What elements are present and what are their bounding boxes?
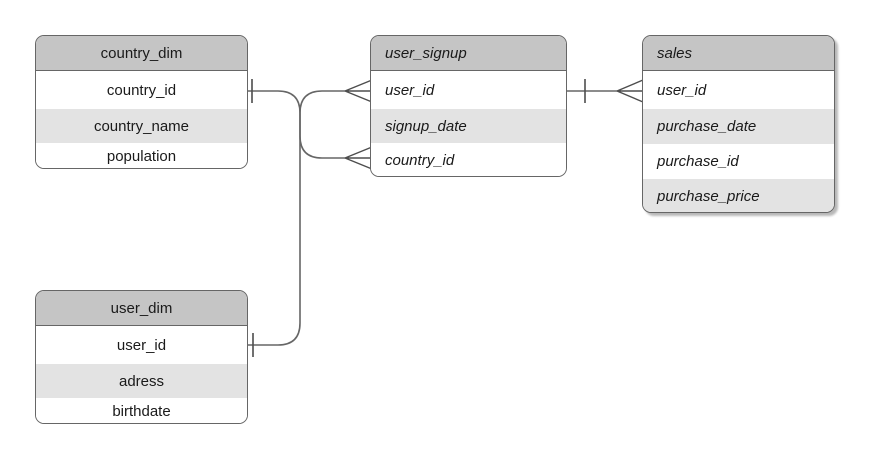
- relationship-line: [248, 90, 345, 159]
- entity-header-sales: sales: [643, 36, 834, 71]
- attribute-row-user_dim-adress[interactable]: adress: [36, 364, 247, 398]
- relationship-country_dim-to-user_signup[interactable]: [248, 79, 373, 170]
- attribute-row-sales-purchase_price[interactable]: purchase_price: [643, 179, 834, 212]
- attribute-row-user_dim-birthdate[interactable]: birthdate: [36, 398, 247, 423]
- attribute-row-user_signup-signup_date[interactable]: signup_date: [371, 109, 566, 143]
- relationship-user_signup-to-sales[interactable]: [567, 79, 644, 103]
- entity-header-country_dim: country_dim: [36, 36, 247, 71]
- relationship-user_dim-to-user_signup[interactable]: [248, 79, 373, 357]
- cardinality-many-crowfoot: [344, 79, 373, 103]
- cardinality-many-crowfoot: [616, 79, 644, 103]
- attribute-row-sales-purchase_id[interactable]: purchase_id: [643, 144, 834, 179]
- attribute-row-sales-purchase_date[interactable]: purchase_date: [643, 109, 834, 144]
- relationship-line: [248, 90, 345, 346]
- entity-header-user_dim: user_dim: [36, 291, 247, 326]
- attribute-row-user_signup-user_id[interactable]: user_id: [371, 71, 566, 109]
- attribute-row-country_dim-population[interactable]: population: [36, 143, 247, 168]
- attribute-row-user_dim-user_id[interactable]: user_id: [36, 326, 247, 364]
- attribute-row-country_dim-country_id[interactable]: country_id: [36, 71, 247, 109]
- attribute-row-country_dim-country_name[interactable]: country_name: [36, 109, 247, 143]
- cardinality-many-crowfoot: [344, 146, 373, 170]
- entity-header-user_signup: user_signup: [371, 36, 566, 71]
- attribute-row-sales-user_id[interactable]: user_id: [643, 71, 834, 109]
- attribute-row-user_signup-country_id[interactable]: country_id: [371, 143, 566, 176]
